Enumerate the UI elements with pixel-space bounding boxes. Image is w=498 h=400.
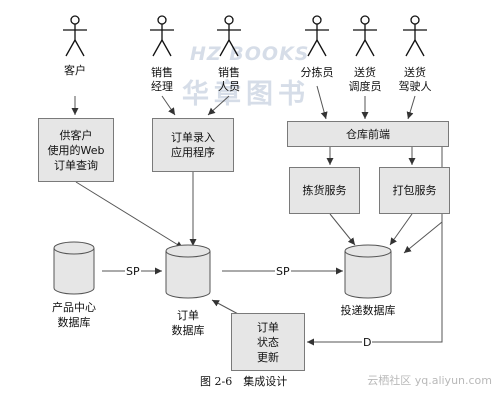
edge-label-d: D [362,336,373,349]
actor-customer-label: 客户 [64,64,86,77]
product-center-db-icon [53,241,95,295]
packing-service-box: 打包服务 [379,167,450,214]
actor-sales-manager-icon [150,15,174,57]
actor-picker-icon [305,15,329,57]
actor-picker-label: 分拣员 [300,66,334,79]
web-order-query-box: 供客户 使用的Web 订单查询 [38,118,114,182]
delivery-db-label: 投递数据库 [340,304,396,317]
order-db-icon [165,244,211,299]
watermark-line3: 华章图书 [182,79,310,110]
figure-caption: 图 2-6 集成设计 [200,375,288,388]
warehouse-frontend-box: 仓库前端 [287,121,449,147]
footer-watermark: 云栖社区 yq.aliyun.com [367,374,492,387]
watermark-line2: HZ BOOKS [190,43,310,65]
actor-dispatcher-icon [353,15,377,57]
actor-dispatcher-label: 送货 调度员 [348,66,382,93]
delivery-db-icon [344,244,392,299]
picking-service-box: 拣货服务 [289,167,360,214]
actor-driver-icon [403,15,427,57]
actor-customer-icon [63,15,87,57]
actor-sales-manager-label: 销售 经理 [151,66,173,93]
product-center-db-label: 产品中心 数据库 [52,301,96,329]
order-status-update-box: 订单 状态 更新 [231,313,305,371]
actor-sales-staff-icon [217,15,241,57]
actor-driver-label: 送货 驾驶人 [398,66,432,93]
edge-label-sp-order-to-delivery: SP [275,265,291,278]
order-db-label: 订单 数据库 [171,309,205,337]
edge-label-sp-product-to-order: SP [125,265,141,278]
actor-sales-staff-label: 销售 人员 [218,66,240,93]
order-entry-app-box: 订单录入 应用程序 [152,118,234,172]
